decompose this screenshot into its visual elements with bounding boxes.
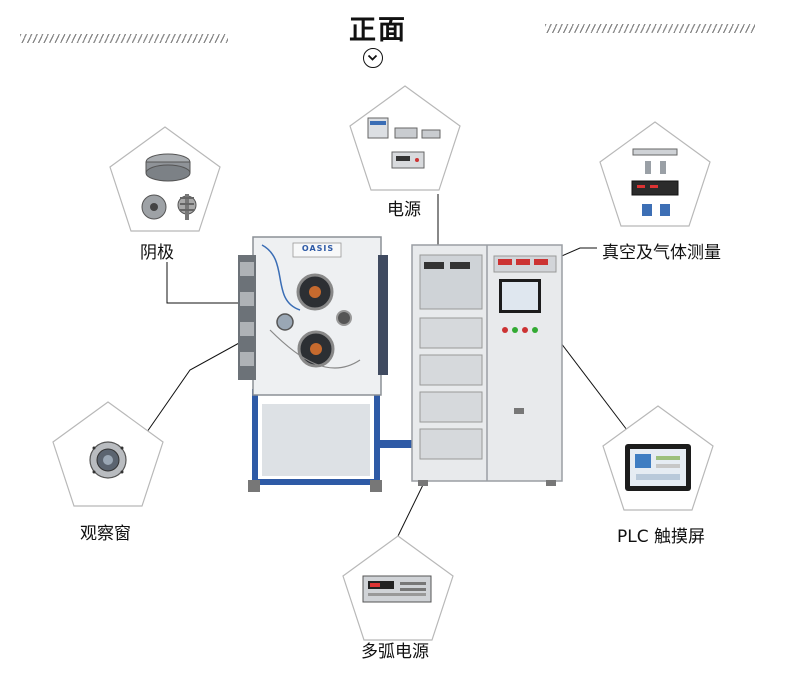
label-multi-arc-power-supply: 多弧电源 [361,642,429,662]
header-hatch-left [20,34,228,43]
label-power-supply: 电源 [387,200,421,220]
label-viewing-window: 观察窗 [80,524,131,544]
label-vacuum-gas-measurement: 真空及气体测量 [602,243,721,263]
label-plc-touchscreen: PLC 触摸屏 [617,527,705,547]
machine-logo: OASIS [301,244,335,253]
power-supply-units [367,117,441,169]
header-hatch-right [545,24,755,33]
label-cathode: 阴极 [140,243,174,263]
vacuum-chamber-machine [238,236,418,492]
chevron-down-icon [363,48,383,68]
multi-arc-power-unit [362,575,432,603]
cathode-parts [141,153,197,220]
pentagon-vacuum [599,121,711,227]
control-cabinet [411,244,563,486]
plc-touchscreen-thumb [625,444,691,491]
page-title: 正面 [349,15,407,46]
vacuum-gauges [631,148,679,216]
viewing-window-flange [89,441,127,479]
